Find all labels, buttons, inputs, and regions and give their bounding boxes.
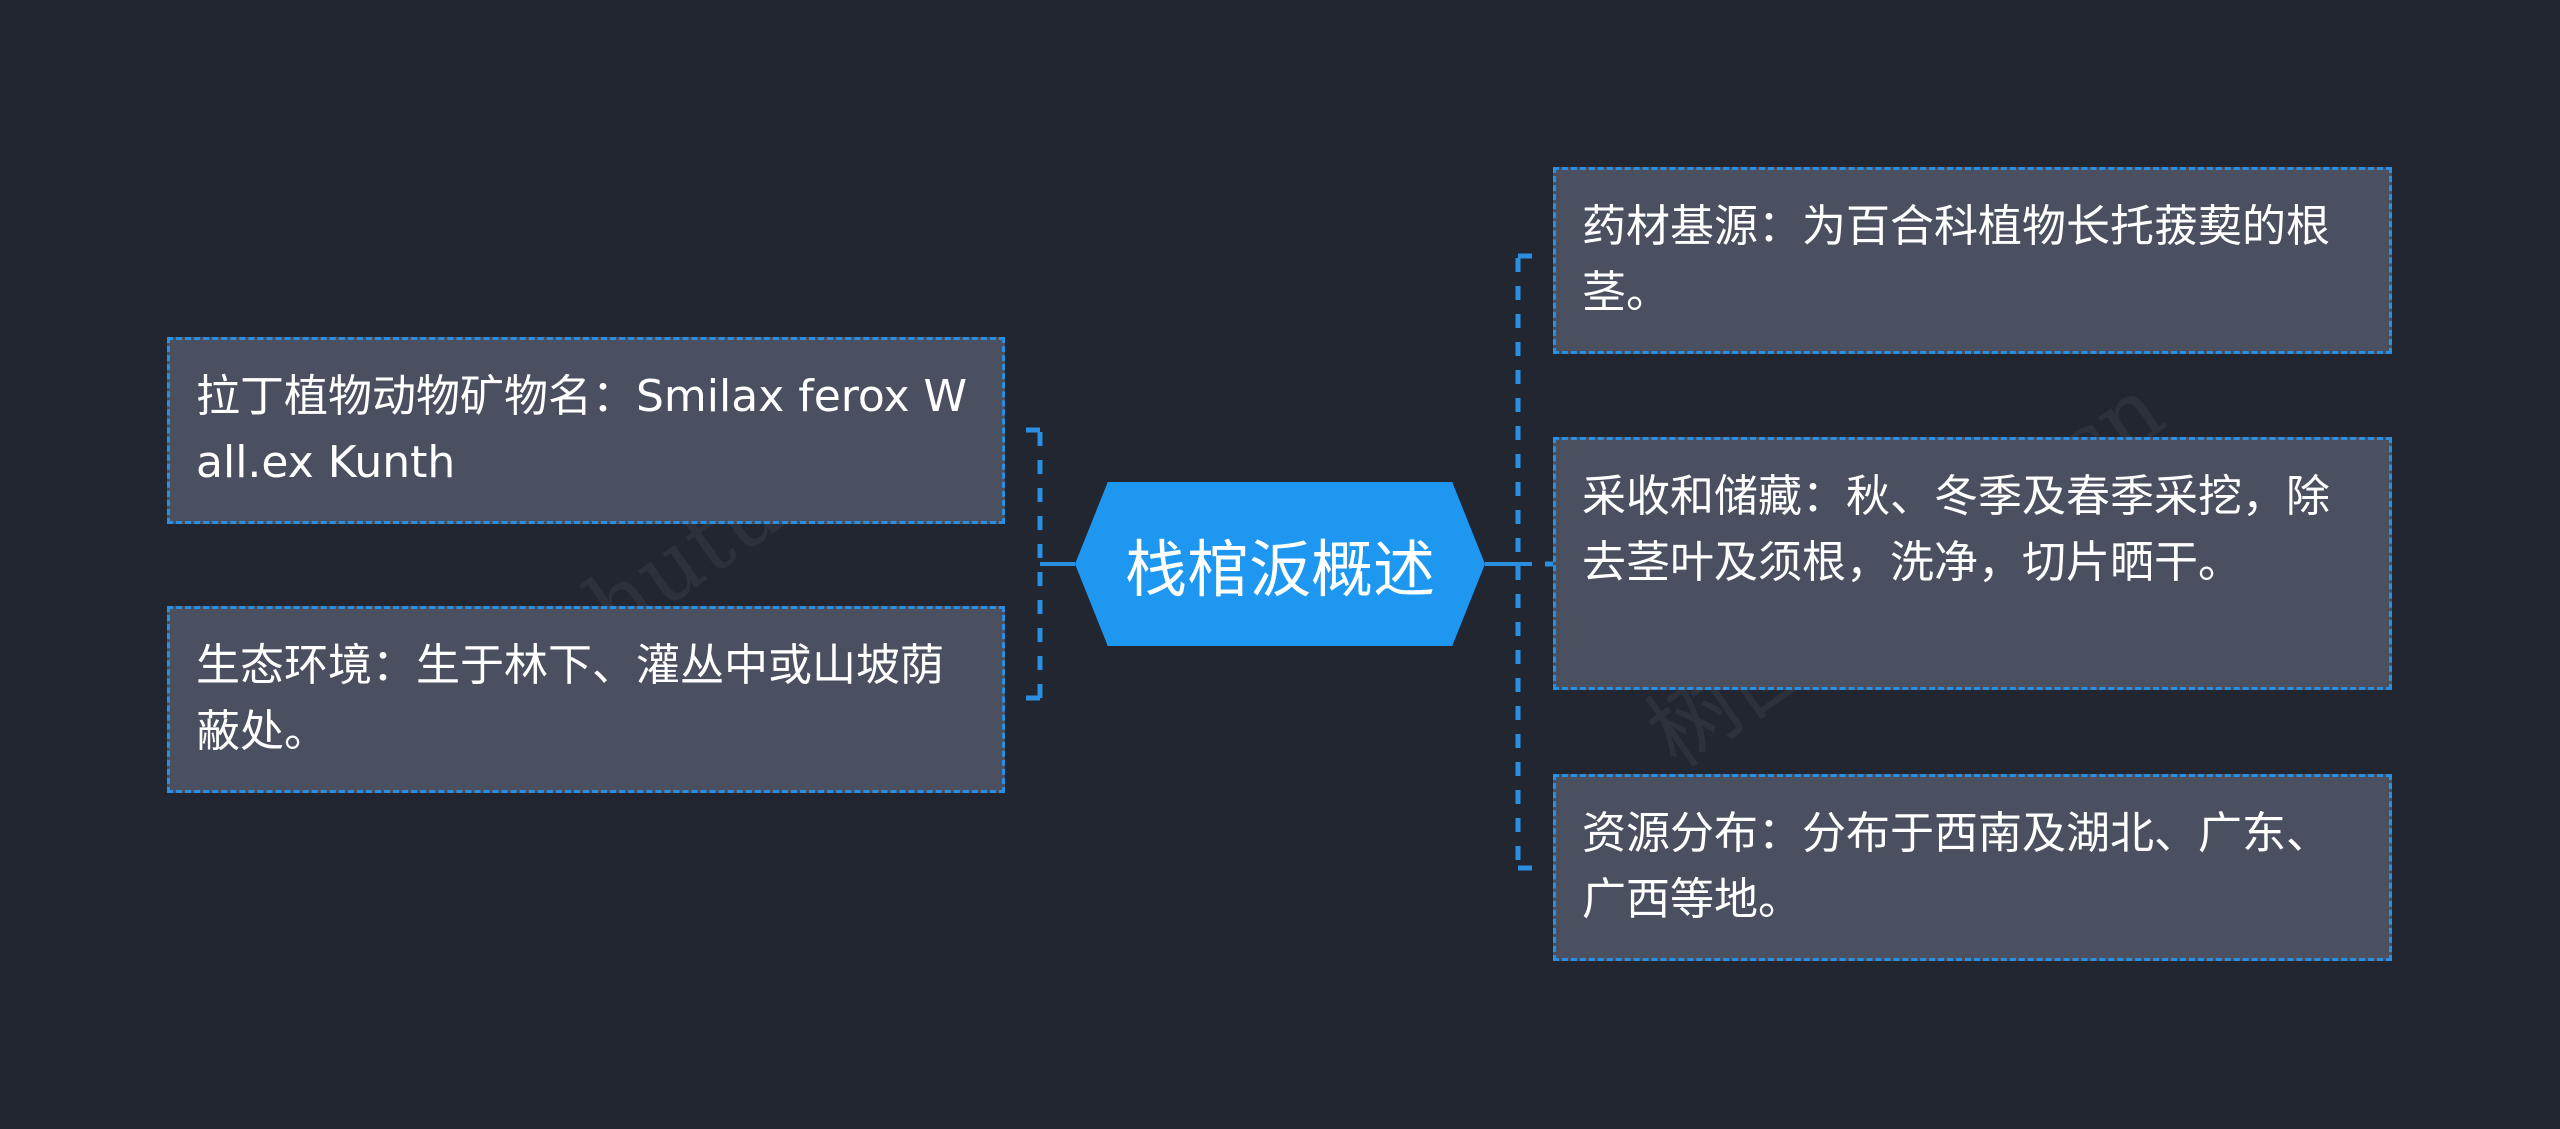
branch-node-label: 采收和储藏：秋、冬季及春季采挖，除去茎叶及须根，洗净，切片晒干。 <box>1582 471 2330 588</box>
branch-node-label: 药材基源：为百合科植物长托菝葜的根茎。 <box>1582 201 2330 318</box>
branch-node-label: 资源分布：分布于西南及湖北、广东、广西等地。 <box>1582 808 2330 925</box>
branch-node-source[interactable]: 药材基源：为百合科植物长托菝葜的根茎。 <box>1553 167 2392 354</box>
root-node[interactable]: 栈棺汳概述 <box>1075 482 1485 646</box>
root-node-label: 栈棺汳概述 <box>1124 533 1435 606</box>
branch-node-distribution[interactable]: 资源分布：分布于西南及湖北、广东、广西等地。 <box>1553 774 2392 961</box>
branch-node-label: 拉丁植物动物矿物名：Smilax ferox Wall.ex Kunth <box>196 371 968 488</box>
branch-node-latin-name[interactable]: 拉丁植物动物矿物名：Smilax ferox Wall.ex Kunth <box>167 337 1005 524</box>
branch-node-ecology[interactable]: 生态环境：生于林下、灌丛中或山坡荫蔽处。 <box>167 606 1005 793</box>
branch-node-harvest-storage[interactable]: 采收和储藏：秋、冬季及春季采挖，除去茎叶及须根，洗净，切片晒干。 <box>1553 437 2392 690</box>
branch-node-label: 生态环境：生于林下、灌丛中或山坡荫蔽处。 <box>196 640 944 757</box>
